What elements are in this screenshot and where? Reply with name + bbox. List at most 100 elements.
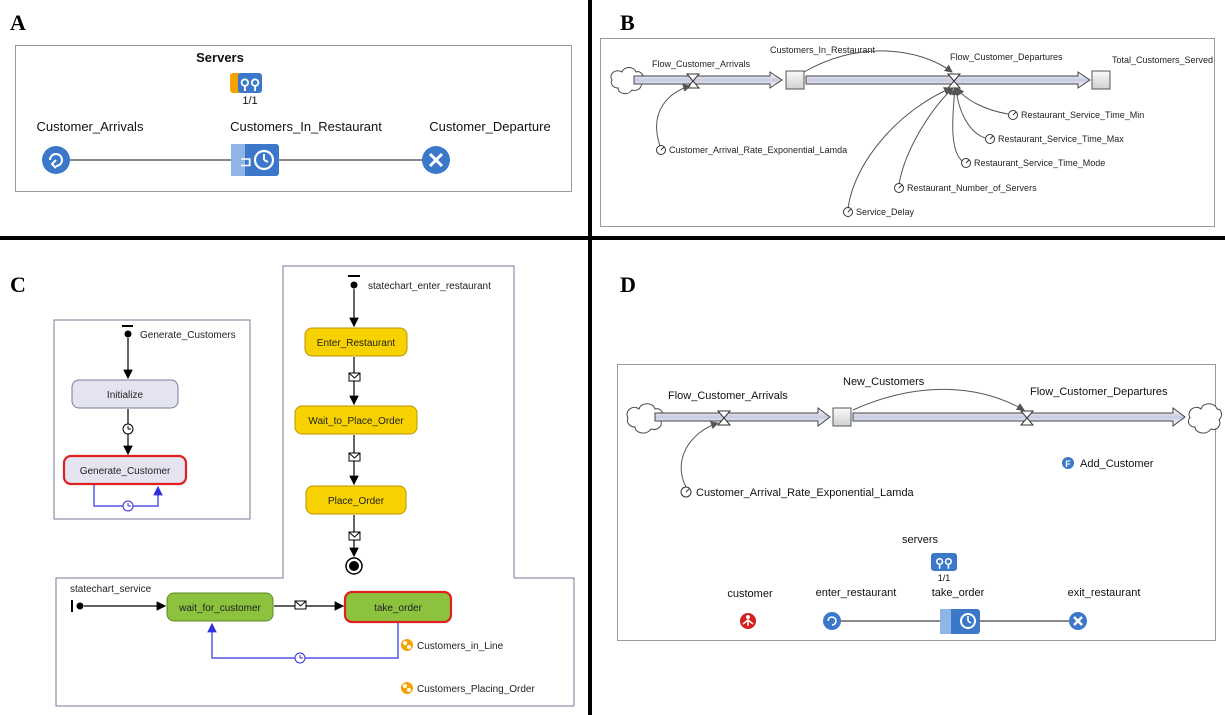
resource-pool-icon[interactable]: ⚲⚲ <box>230 73 262 93</box>
param-arrival-rate-label: Customer_Arrival_Rate_Exponential_Lamda <box>696 487 915 499</box>
param-servers-label: Restaurant_Number_of_Servers <box>907 183 1037 193</box>
panel-c-label: C <box>10 272 26 297</box>
stock-box-new-customers[interactable] <box>832 407 852 427</box>
agent-icon[interactable] <box>740 613 756 629</box>
param-time-min-icon[interactable] <box>1008 110 1018 120</box>
state-place-order-label: Place_Order <box>328 496 385 507</box>
panel-b-canvas <box>600 38 1215 227</box>
agent-label: customer <box>727 588 773 600</box>
panel-d: Flow_Customer_Arrivals New_Customers Flo… <box>626 376 1222 634</box>
service-block-icon[interactable] <box>940 609 980 634</box>
flow-arrivals-label: Flow_Customer_Arrivals <box>668 390 788 402</box>
link-time-max <box>952 87 986 139</box>
link-service-delay <box>847 87 952 209</box>
state-place-order[interactable]: Place_Order <box>305 485 407 515</box>
param-time-max-icon[interactable] <box>985 134 995 144</box>
sink-label: exit_restaurant <box>1068 587 1141 599</box>
link-time-mode <box>950 87 963 162</box>
param-service-delay-label: Service_Delay <box>856 207 915 217</box>
param-service-delay-icon[interactable] <box>843 207 853 217</box>
message-envelope-icon <box>348 372 361 382</box>
panel-a: Servers ⚲⚲ 1/1 Customer_Arrivals Custome… <box>37 50 551 176</box>
source-label: enter_restaurant <box>816 587 897 599</box>
collection-icon <box>401 639 413 651</box>
panel-c: Generate_Customers Initialize Generate_C… <box>53 265 575 707</box>
state-take-order[interactable]: take_order <box>343 590 453 624</box>
message-envelope-icon <box>348 452 361 462</box>
panel-d-canvas <box>617 364 1216 641</box>
panel-b-label: B <box>620 10 635 35</box>
link-arrival-rate <box>680 421 719 488</box>
collection-in-line-label: Customers_in_Line <box>417 641 504 652</box>
param-time-max-label: Restaurant_Service_Time_Max <box>998 134 1124 144</box>
link-servers <box>898 87 954 185</box>
service-block-icon[interactable]: ⊐ <box>231 144 279 176</box>
panel-a-canvas <box>15 45 572 192</box>
resource-pool-title: servers <box>902 534 939 546</box>
statechart-service-name: statechart_service <box>70 584 152 595</box>
vertical-divider <box>588 0 592 715</box>
svg-text:⚲⚲: ⚲⚲ <box>240 76 261 92</box>
param-arrival-rate-icon[interactable] <box>656 145 666 155</box>
svg-text:⊐: ⊐ <box>240 153 252 169</box>
timeout-clock-icon <box>122 423 134 435</box>
function-add-customer-label: Add_Customer <box>1080 458 1154 470</box>
state-generate-customer-label: Generate_Customer <box>80 466 171 477</box>
flow-departures-label: Flow_Customer_Departures <box>1030 386 1168 398</box>
stock-served-label: Total_Customers_Served <box>1112 55 1213 65</box>
state-wait-to-place-order-label: Wait_to_Place_Order <box>308 416 404 427</box>
param-time-mode-label: Restaurant_Service_Time_Mode <box>974 158 1105 168</box>
collection-placing-order-label: Customers_Placing_Order <box>417 684 535 695</box>
statechart-generate-name: Generate_Customers <box>140 330 236 341</box>
sink-block-icon[interactable] <box>1069 612 1087 630</box>
state-initialize[interactable]: Initialize <box>71 379 179 409</box>
stock-new-customers-label: New_Customers <box>843 376 925 388</box>
link-arrival-rate <box>656 84 691 147</box>
resource-pool-icon[interactable]: ⚲⚲ <box>931 553 957 571</box>
state-generate-customer[interactable]: Generate_Customer <box>62 454 188 486</box>
timeout-clock-icon <box>294 652 306 664</box>
stock-customers-label: Customers_In_Restaurant <box>770 45 876 55</box>
flow-arrivals-label: Flow_Customer_Arrivals <box>652 59 751 69</box>
service-label: Customers_In_Restaurant <box>230 119 382 134</box>
source-label: Customer_Arrivals <box>37 119 144 134</box>
service-label: take_order <box>932 587 985 599</box>
message-envelope-icon <box>294 600 307 610</box>
state-enter-restaurant[interactable]: Enter_Restaurant <box>304 327 408 357</box>
flow-valve-departures[interactable] <box>1019 410 1035 426</box>
source-block-icon[interactable] <box>823 612 841 630</box>
svg-text:F: F <box>1065 459 1071 469</box>
sink-block-icon[interactable] <box>422 146 450 174</box>
param-time-mode-icon[interactable] <box>961 158 971 168</box>
sink-label: Customer_Departure <box>429 119 550 134</box>
message-envelope-icon <box>348 531 361 541</box>
link-stock-to-departure <box>803 50 953 73</box>
param-servers-icon[interactable] <box>894 183 904 193</box>
cloud-sink-icon <box>1187 403 1222 434</box>
svg-text:⚲⚲: ⚲⚲ <box>935 556 953 570</box>
collection-icon <box>401 682 413 694</box>
state-wait-to-place-order[interactable]: Wait_to_Place_Order <box>294 405 418 435</box>
link-time-min <box>956 87 1009 115</box>
param-arrival-rate-label: Customer_Arrival_Rate_Exponential_Lamda <box>669 145 847 155</box>
timeout-clock-icon <box>122 500 134 512</box>
source-block-icon[interactable] <box>42 146 70 174</box>
state-wait-for-customer[interactable]: wait_for_customer <box>166 592 274 622</box>
panel-b: Flow_Customer_Arrivals Customers_In_Rest… <box>610 45 1213 217</box>
resource-pool-count: 1/1 <box>242 95 257 107</box>
panel-a-label: A <box>10 10 26 35</box>
function-icon[interactable]: F <box>1062 457 1074 469</box>
state-wait-for-customer-label: wait_for_customer <box>178 603 261 614</box>
state-initialize-label: Initialize <box>107 390 144 401</box>
param-arrival-rate-icon[interactable] <box>680 486 692 498</box>
flow-pipe-departures <box>805 71 1091 89</box>
stock-box-customers[interactable] <box>785 70 805 90</box>
final-state-icon <box>345 557 363 575</box>
flow-departures-label: Flow_Customer_Departures <box>950 52 1063 62</box>
panel-d-label: D <box>620 272 636 297</box>
resource-pool-title: Servers <box>196 50 244 65</box>
stock-box-served[interactable] <box>1091 70 1111 90</box>
flow-pipe-departures <box>852 407 1186 427</box>
flow-pipe-arrivals <box>633 71 783 89</box>
statechart-generate-frame <box>53 319 251 520</box>
